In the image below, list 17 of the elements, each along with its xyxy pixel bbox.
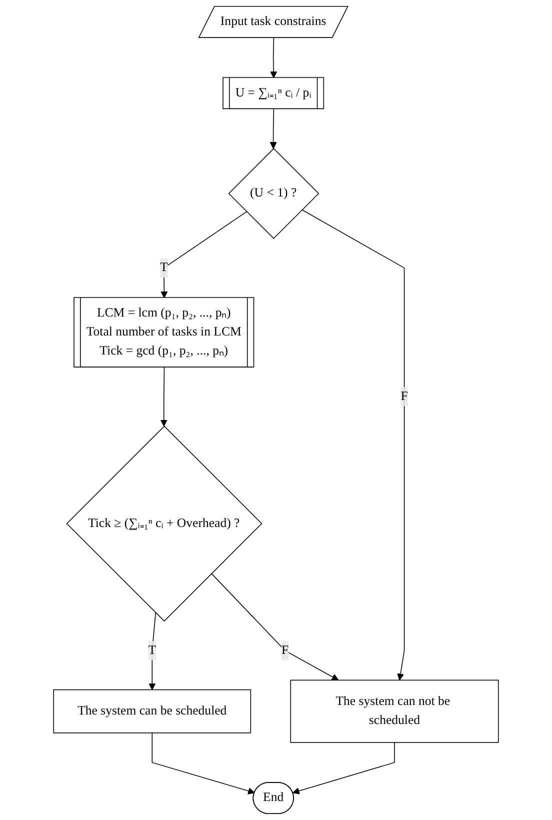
node-diamond: (U < 1) ? xyxy=(228,148,320,239)
arrow xyxy=(292,742,395,794)
arrow xyxy=(270,38,278,78)
node-box: The system can not be scheduled xyxy=(290,680,499,743)
node-box: The system can be scheduled xyxy=(53,689,252,734)
arrow xyxy=(160,367,168,426)
edge-label: F xyxy=(281,643,289,657)
arrow xyxy=(160,211,248,298)
edge-label: T xyxy=(148,643,156,657)
node-diamond: Tick ≥ (∑ᵢ₌₁ⁿ cᵢ + Overhead) ? xyxy=(66,426,262,622)
edge-label: T xyxy=(160,260,168,274)
arrow xyxy=(270,108,277,149)
arrow xyxy=(302,209,405,680)
edge-label: F xyxy=(400,389,408,403)
arrow xyxy=(148,612,156,690)
arrow xyxy=(152,732,255,794)
arrow xyxy=(211,573,339,680)
